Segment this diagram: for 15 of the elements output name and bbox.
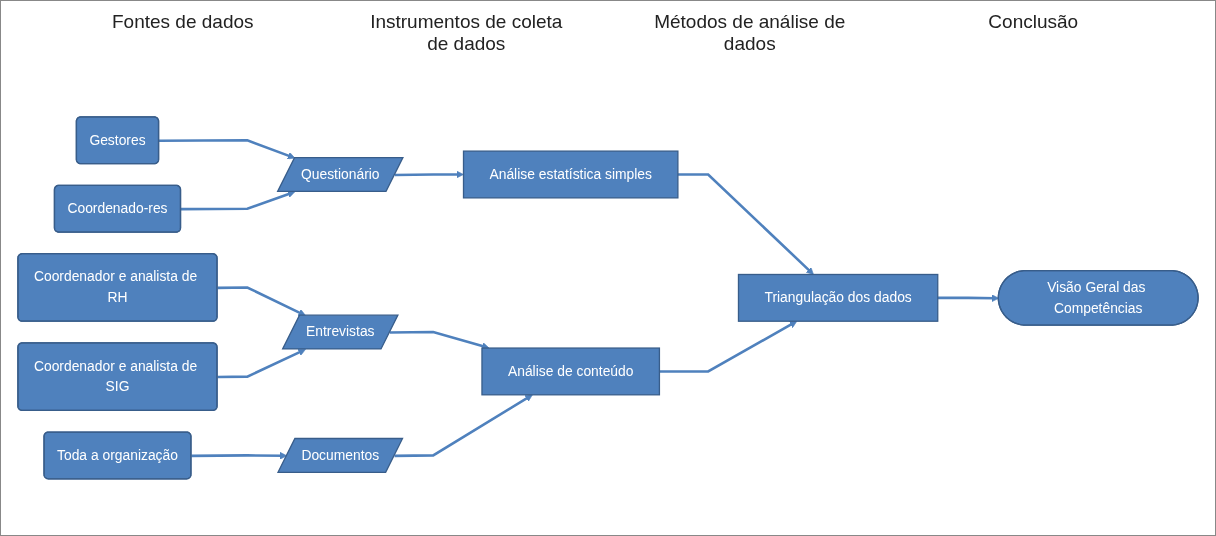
arrow [191, 452, 288, 460]
arrow [677, 173, 814, 275]
column-heading: Métodos de análise de dados [653, 11, 847, 56]
column-heading: Fontes de dados [110, 11, 255, 34]
arrow [159, 139, 296, 160]
arrow [394, 394, 533, 458]
node-box: Triangulação dos dados [737, 273, 939, 322]
arrow [659, 321, 798, 373]
arrow [217, 286, 306, 317]
node-box: Análise de conteúdo [481, 347, 661, 396]
column-heading: Conclusão [987, 11, 1080, 34]
column-heading: Instrumentos de coleta de dados [369, 11, 564, 56]
arrow [394, 170, 464, 179]
node-box: Análise estatística simples [462, 150, 679, 199]
arrow [389, 330, 490, 350]
